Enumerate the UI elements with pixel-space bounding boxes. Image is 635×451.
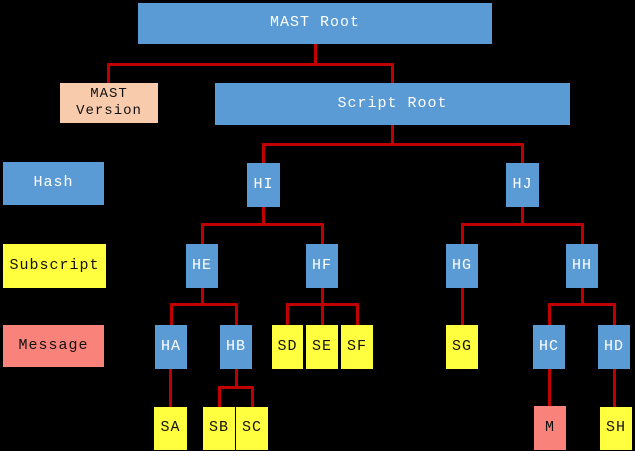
legend-message: Message bbox=[3, 325, 104, 367]
tree-connector-line bbox=[235, 369, 238, 388]
tree-connector-line bbox=[581, 288, 584, 305]
tree-connector-line bbox=[521, 143, 524, 163]
tree-connector-line bbox=[461, 223, 464, 244]
tree-connector-line bbox=[581, 223, 584, 244]
tree-connector-line bbox=[548, 369, 551, 406]
node-hd: HD bbox=[598, 325, 630, 369]
tree-connector-line bbox=[286, 303, 289, 325]
tree-connector-line bbox=[548, 303, 551, 325]
tree-connector-line bbox=[262, 207, 265, 225]
node-hi: HI bbox=[247, 163, 280, 207]
tree-connector-line bbox=[107, 63, 394, 66]
node-sa: SA bbox=[154, 407, 187, 450]
node-hj: HJ bbox=[506, 163, 539, 207]
legend-hash: Hash bbox=[3, 162, 104, 205]
tree-connector-line bbox=[613, 369, 616, 407]
tree-connector-line bbox=[218, 386, 221, 407]
tree-connector-line bbox=[218, 386, 254, 389]
node-se: SE bbox=[306, 325, 338, 369]
tree-connector-line bbox=[391, 125, 394, 145]
tree-connector-line bbox=[201, 223, 324, 226]
tree-connector-line bbox=[548, 303, 616, 306]
node-hf: HF bbox=[306, 244, 338, 288]
tree-connector-line bbox=[391, 63, 394, 83]
node-ha: HA bbox=[155, 325, 187, 369]
node-sf: SF bbox=[341, 325, 373, 369]
tree-connector-line bbox=[521, 207, 524, 225]
node-sh: SH bbox=[600, 407, 632, 450]
tree-connector-line bbox=[321, 288, 324, 325]
tree-connector-line bbox=[461, 223, 584, 226]
tree-connector-line bbox=[262, 143, 524, 146]
tree-connector-line bbox=[314, 44, 317, 65]
tree-connector-line bbox=[251, 386, 254, 407]
node-sb: SB bbox=[203, 407, 235, 450]
tree-connector-line bbox=[286, 303, 359, 306]
node-he: HE bbox=[186, 244, 218, 288]
node-sg: SG bbox=[446, 325, 478, 369]
tree-connector-line bbox=[107, 63, 110, 83]
node-hc: HC bbox=[533, 325, 565, 369]
node-mast-root: MAST Root bbox=[138, 3, 492, 44]
tree-connector-line bbox=[201, 223, 204, 244]
node-sc: SC bbox=[236, 407, 268, 450]
node-hb: HB bbox=[220, 325, 252, 369]
tree-connector-line bbox=[613, 303, 616, 325]
tree-connector-line bbox=[321, 223, 324, 244]
node-mast-version: MAST Version bbox=[60, 83, 158, 123]
node-hg: HG bbox=[446, 244, 478, 288]
tree-connector-line bbox=[170, 303, 238, 306]
tree-connector-line bbox=[235, 303, 238, 325]
node-sd: SD bbox=[272, 325, 303, 369]
node-hh: HH bbox=[566, 244, 598, 288]
tree-connector-line bbox=[262, 143, 265, 163]
node-m: M bbox=[534, 406, 566, 450]
tree-connector-line bbox=[356, 303, 359, 325]
legend-subscript: Subscript bbox=[3, 244, 106, 288]
tree-connector-line bbox=[461, 288, 464, 325]
node-script-root: Script Root bbox=[215, 83, 570, 125]
tree-connector-line bbox=[201, 288, 204, 305]
tree-connector-line bbox=[169, 369, 172, 407]
tree-connector-line bbox=[170, 303, 173, 325]
